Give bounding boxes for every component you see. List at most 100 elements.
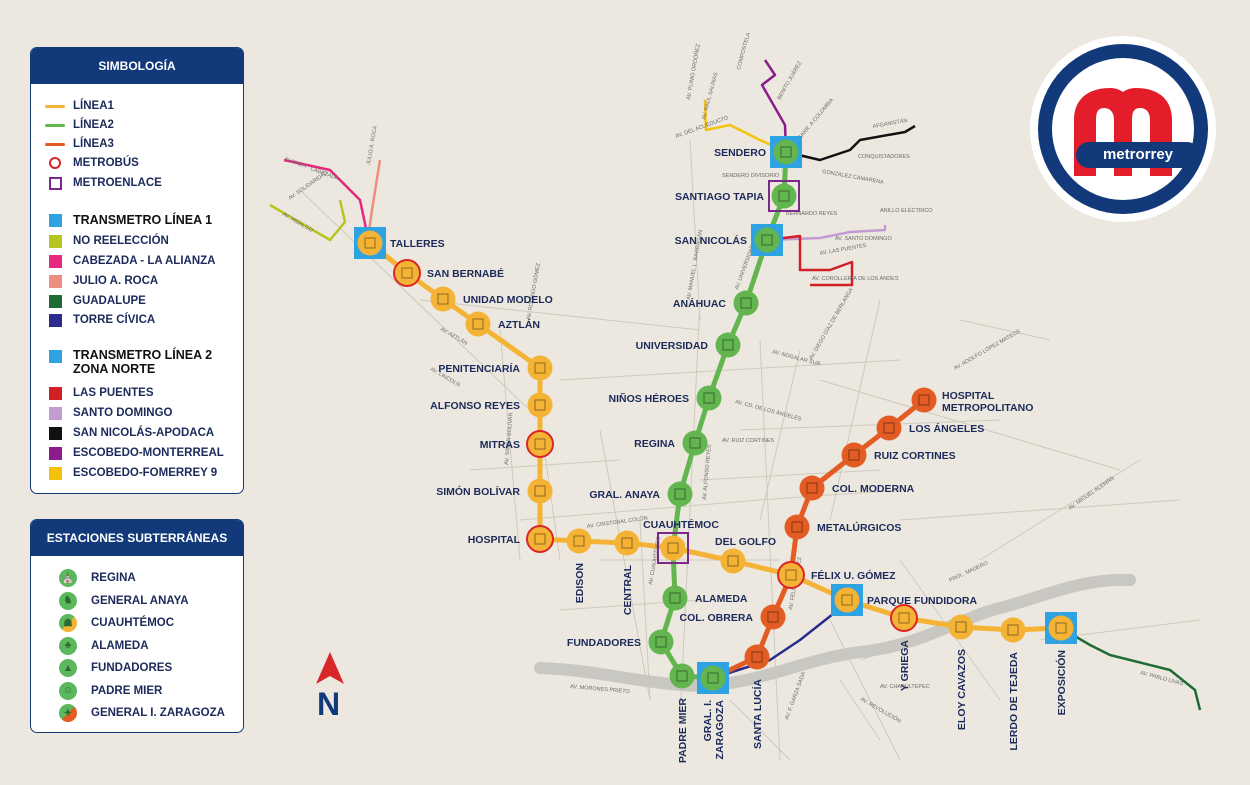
bus-route [1060, 626, 1202, 711]
logo-m-shape [1074, 88, 1172, 176]
station-marker[interactable] [667, 481, 693, 507]
station-marker[interactable] [751, 224, 783, 256]
logo-wordmark: metrorrey [1076, 142, 1200, 168]
station-marker[interactable] [697, 662, 729, 694]
street-label: ALIANZA [283, 156, 307, 170]
station-label: SIMÓN BOLÍVAR [436, 485, 520, 498]
metrorrey-logo: metrorrey [1030, 36, 1216, 222]
station-marker[interactable] [733, 290, 759, 316]
station-marker[interactable] [760, 604, 786, 630]
bus-route [766, 234, 854, 287]
station-marker[interactable] [799, 475, 825, 501]
street-label: AV. SIMÓN BOLÍVAR [503, 412, 515, 465]
stations [354, 136, 1077, 694]
station-marker[interactable] [527, 478, 553, 504]
station-marker[interactable] [682, 430, 708, 456]
station-label: DEL GOLFO [715, 536, 776, 548]
station-marker[interactable] [696, 385, 722, 411]
station-marker[interactable] [1045, 612, 1077, 644]
route-swatch [45, 233, 65, 249]
street-label: AV. HIDALGO [281, 212, 314, 235]
station-marker[interactable] [614, 530, 640, 556]
route-swatch [45, 465, 65, 481]
station-marker[interactable] [526, 525, 554, 553]
underground-item-label: GENERAL I. ZARAGOZA [91, 707, 225, 719]
station-marker[interactable] [744, 644, 770, 670]
legend-item: SANTO DOMINGO [45, 404, 172, 422]
street-label: AV. RODRIGO GÓMEZ [525, 262, 542, 320]
street-label: AV. AZTLÁN [439, 326, 469, 347]
underground-item-label: FUNDADORES [91, 662, 173, 674]
station-marker[interactable] [657, 532, 689, 564]
station-label: GRAL. I. [702, 700, 714, 741]
station-marker[interactable] [1000, 617, 1026, 643]
station-label: CUAUHTÉMOC [643, 518, 719, 531]
station-label: HOSPITAL [468, 534, 521, 546]
station-marker[interactable] [354, 227, 386, 259]
underground-title: ESTACIONES SUBTERRÁNEAS [31, 520, 243, 556]
underground-item: ✦GENERAL I. ZARAGOZA [59, 704, 225, 722]
station-marker[interactable] [948, 614, 974, 640]
station-label: FÉLIX U. GÓMEZ [811, 569, 896, 582]
underground-item-label: GENERAL ANAYA [91, 594, 189, 607]
route-swatch [45, 405, 65, 421]
legend-item-label: TORRE CÍVICA [73, 314, 156, 326]
legend-item: NO REELECCIÓN [45, 232, 169, 250]
station-label: SANTIAGO TAPIA [675, 191, 764, 203]
legend-item-label: LÍNEA3 [73, 138, 114, 150]
station-label: Y GRIEGA [899, 640, 911, 692]
station-label: METROPOLITANO [942, 402, 1033, 414]
street-label: CONQUISTADORES [858, 154, 910, 160]
legend-item: CABEZADA - LA ALIANZA [45, 252, 215, 270]
station-marker[interactable] [648, 629, 674, 655]
station-marker[interactable] [876, 415, 902, 441]
street-label: PROL. MADERO [948, 560, 989, 584]
station-marker[interactable] [527, 355, 553, 381]
station-label: ZARAGOZA [714, 700, 726, 760]
station-marker[interactable] [768, 180, 800, 212]
station-marker[interactable] [662, 585, 688, 611]
bus-routes [269, 59, 1202, 711]
street-label: AV. ADOLFO LÓPEZ MATEOS [953, 328, 1022, 372]
bus-route [766, 225, 887, 242]
station-label: ANÁHUAC [673, 297, 726, 310]
station-marker[interactable] [527, 392, 553, 418]
route-swatch [45, 293, 65, 309]
station-marker[interactable] [669, 663, 695, 689]
station-label: SENDERO [714, 147, 766, 159]
station-marker[interactable] [715, 332, 741, 358]
station-marker[interactable] [777, 561, 805, 589]
station-label: COL. MODERNA [832, 483, 915, 495]
station-label: TALLERES [390, 238, 445, 250]
station-marker[interactable] [770, 136, 802, 168]
station-marker[interactable] [784, 514, 810, 540]
underground-item: ▲ FUNDADORES [59, 659, 172, 677]
station-marker[interactable] [465, 311, 491, 337]
logo-inner: metrorrey [1052, 58, 1200, 200]
station-label: PARQUE FUNDIDORA [867, 595, 977, 607]
street-label: AV. PLINIO ORDÓÑEZ [685, 43, 702, 101]
station-marker[interactable] [841, 442, 867, 468]
station-marker[interactable] [526, 430, 554, 458]
legend-item: TORRE CÍVICA [45, 311, 155, 329]
station-marker[interactable] [720, 548, 746, 574]
underground-item: ☺PADRE MIER [59, 681, 162, 700]
station-marker[interactable] [890, 604, 918, 632]
station-marker[interactable] [430, 286, 456, 312]
street-label: AV. CD. DE LOS ÁNGELES [734, 398, 802, 422]
station-marker[interactable] [393, 259, 421, 287]
legend-item-label: TRANSMETRO LÍNEA 2 [73, 348, 213, 362]
north-arrow: N [313, 652, 347, 726]
street-label: ANILLO ELÉCTRICO [880, 207, 933, 214]
station-marker[interactable] [566, 528, 592, 554]
station-marker[interactable] [831, 584, 863, 616]
legend-item-label: LÍNEA2 [73, 119, 114, 131]
fundadores-icon: ▲ [59, 659, 77, 677]
legend-item-label-2: ZONA NORTE [73, 362, 156, 376]
station-marker[interactable] [911, 387, 937, 413]
station-label: PENITENCIARÍA [438, 362, 520, 375]
street-label: AV. MORONES PRIETO [570, 684, 631, 695]
route-swatch [45, 273, 65, 289]
